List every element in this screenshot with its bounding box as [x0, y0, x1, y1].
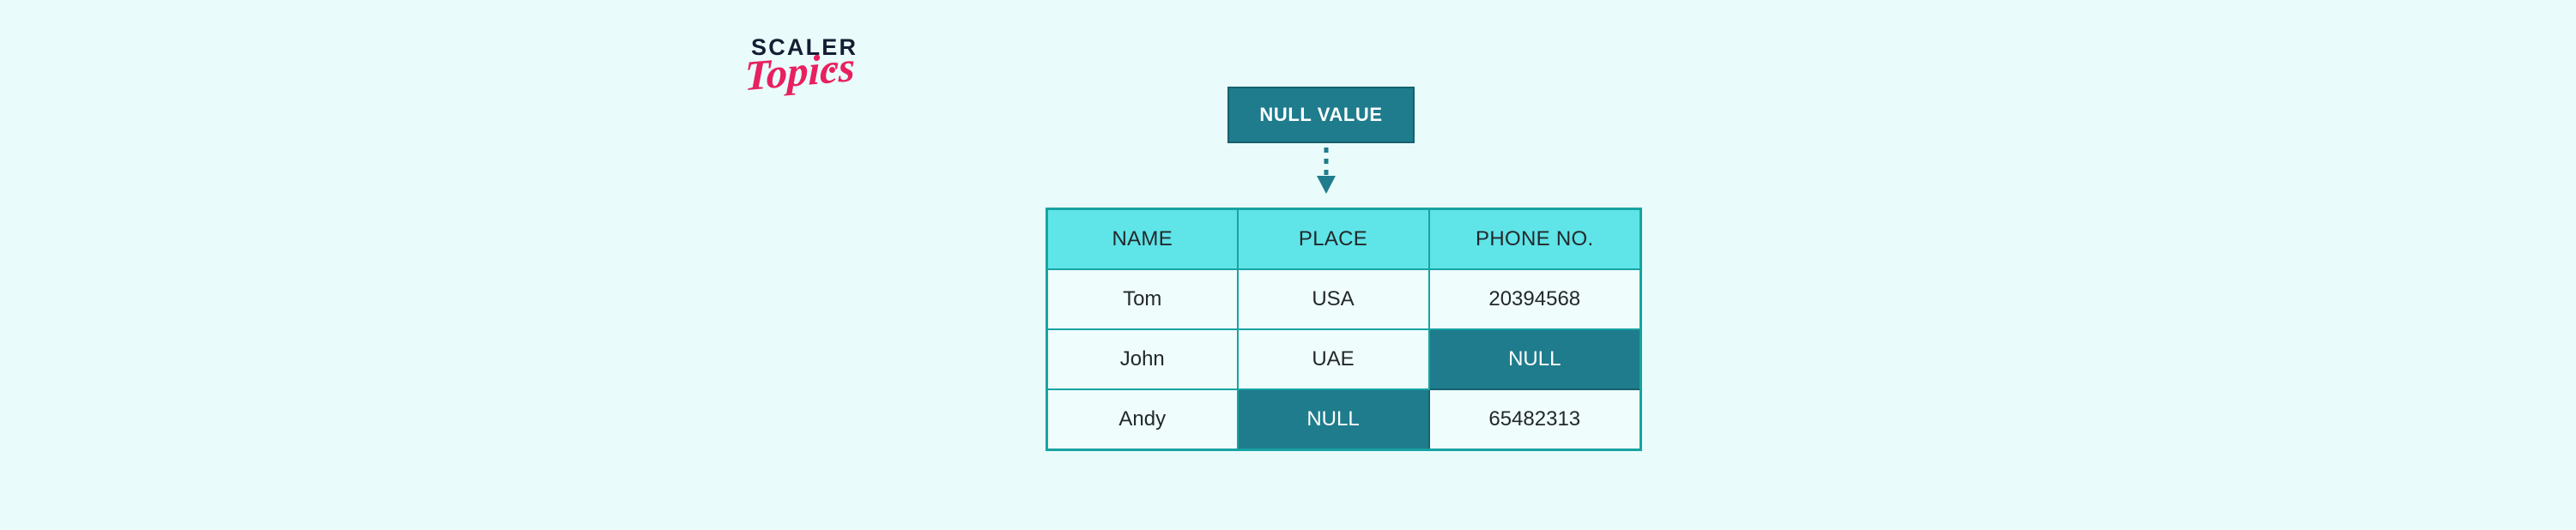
null-value-callout-label: NULL VALUE — [1259, 104, 1383, 125]
logo-dot-accent — [829, 67, 835, 73]
cell-place: UAE — [1236, 328, 1430, 390]
column-header-name: NAME — [1046, 208, 1239, 270]
cell-phone-null: NULL — [1427, 328, 1642, 390]
cell-place: USA — [1236, 268, 1430, 330]
table-header-row: NAME PLACE PHONE NO. — [1046, 208, 1642, 270]
logo-wordmark-scaler: SCALER — [751, 34, 858, 60]
cell-name: John — [1046, 328, 1239, 390]
logo-wordmark-topics: Topics — [744, 42, 856, 100]
cell-place-null: NULL — [1236, 388, 1430, 451]
table-row: John UAE NULL — [1046, 328, 1642, 390]
dashed-arrow-connector-icon — [1314, 147, 1338, 200]
null-value-callout-badge: NULL VALUE — [1227, 87, 1415, 143]
cell-name: Andy — [1046, 388, 1239, 451]
null-example-table-container: NAME PLACE PHONE NO. Tom USA 20394568 Jo… — [1046, 208, 1642, 451]
null-example-table: NAME PLACE PHONE NO. Tom USA 20394568 Jo… — [1046, 208, 1642, 451]
cell-phone: 65482313 — [1427, 388, 1642, 451]
column-header-phone: PHONE NO. — [1427, 208, 1642, 270]
scaler-topics-logo: SCALER Topics — [744, 33, 925, 123]
column-header-place: PLACE — [1236, 208, 1430, 270]
cell-phone: 20394568 — [1427, 268, 1642, 330]
table-row: Andy NULL 65482313 — [1046, 388, 1642, 451]
cell-name: Tom — [1046, 268, 1239, 330]
table-row: Tom USA 20394568 — [1046, 268, 1642, 330]
